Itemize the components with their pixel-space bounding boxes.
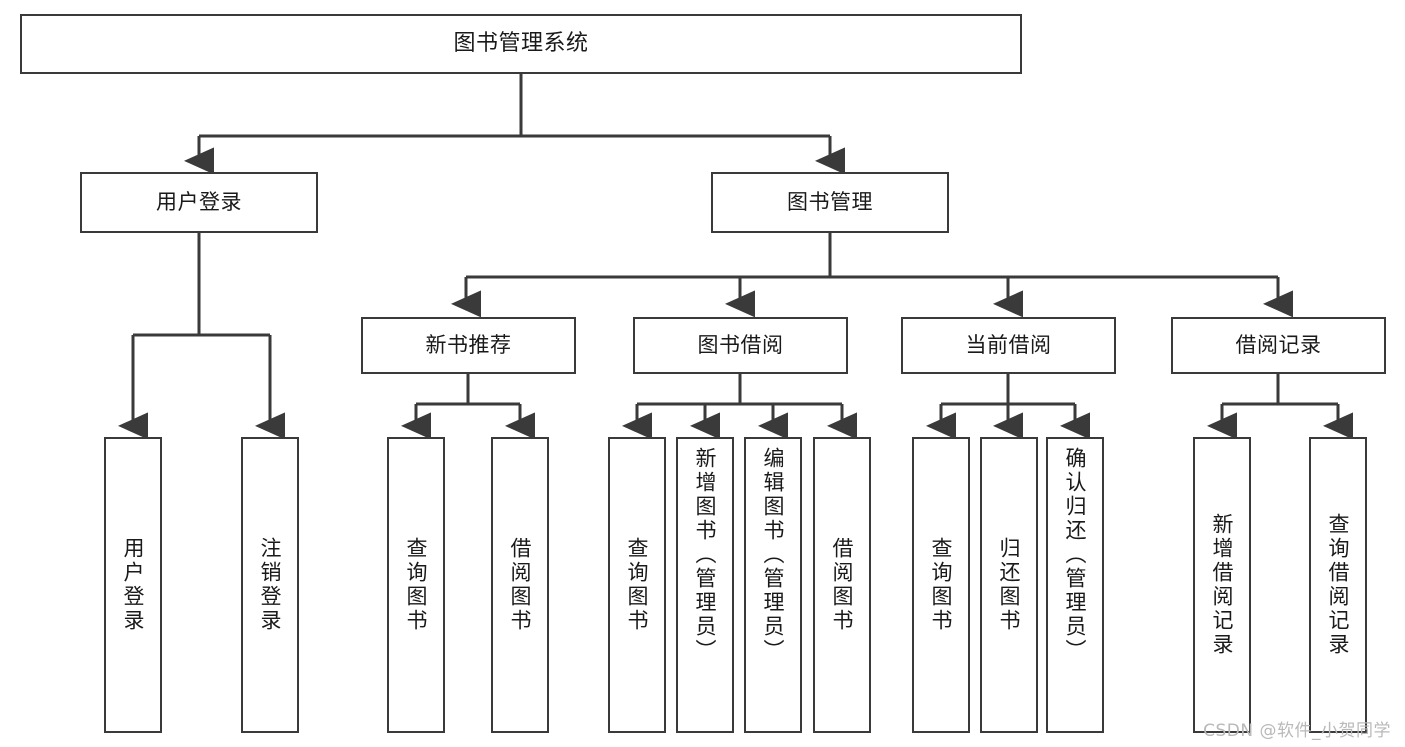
node-label: 查询图书 [625,537,650,633]
leaf-confirm-return[interactable]: 确认归还（管理员） [1046,437,1104,733]
leaf-query-book-borrowing[interactable]: 查询图书 [608,437,666,733]
leaf-query-book-recommendation[interactable]: 查询图书 [387,437,445,733]
node-label: 当前借阅 [965,333,1052,358]
node-label: 归还图书 [997,537,1022,633]
node-label: 编辑图书（管理员） [761,447,786,663]
leaf-logout[interactable]: 注销登录 [241,437,299,733]
node-new-book-recommendation[interactable]: 新书推荐 [361,317,576,374]
leaf-user-login[interactable]: 用户登录 [104,437,162,733]
leaf-add-book[interactable]: 新增图书（管理员） [676,437,734,733]
node-label: 借阅图书 [508,537,533,633]
node-label: 注销登录 [258,537,283,633]
node-label: 确认归还（管理员） [1063,447,1088,663]
node-user-login[interactable]: 用户登录 [80,172,318,233]
node-label: 查询借阅记录 [1326,513,1351,657]
node-current-borrowing[interactable]: 当前借阅 [901,317,1116,374]
leaf-borrow-book[interactable]: 借阅图书 [813,437,871,733]
node-label: 查询图书 [404,537,429,633]
node-label: 用户登录 [156,190,242,215]
node-label: 图书管理 [787,190,873,215]
node-label: 查询图书 [929,537,954,633]
leaf-query-borrowing-record[interactable]: 查询借阅记录 [1309,437,1367,733]
node-book-borrowing[interactable]: 图书借阅 [633,317,848,374]
leaf-borrow-book-recommendation[interactable]: 借阅图书 [491,437,549,733]
node-label: 图书管理系统 [453,31,589,57]
node-label: 新增借阅记录 [1210,513,1235,657]
node-label: 新书推荐 [425,333,512,358]
leaf-add-borrowing-record[interactable]: 新增借阅记录 [1193,437,1251,733]
node-label: 图书借阅 [697,333,784,358]
node-book-management[interactable]: 图书管理 [711,172,949,233]
leaf-return-book[interactable]: 归还图书 [980,437,1038,733]
csdn-watermark: CSDN @软件_小贺同学 [1203,721,1391,741]
node-label: 用户登录 [121,537,146,633]
node-label: 借阅记录 [1235,333,1322,358]
leaf-edit-book[interactable]: 编辑图书（管理员） [744,437,802,733]
node-borrowing-record[interactable]: 借阅记录 [1171,317,1386,374]
node-root-book-management-system[interactable]: 图书管理系统 [20,14,1022,74]
leaf-query-book-current[interactable]: 查询图书 [912,437,970,733]
node-label: 新增图书（管理员） [693,447,718,663]
node-label: 借阅图书 [830,537,855,633]
